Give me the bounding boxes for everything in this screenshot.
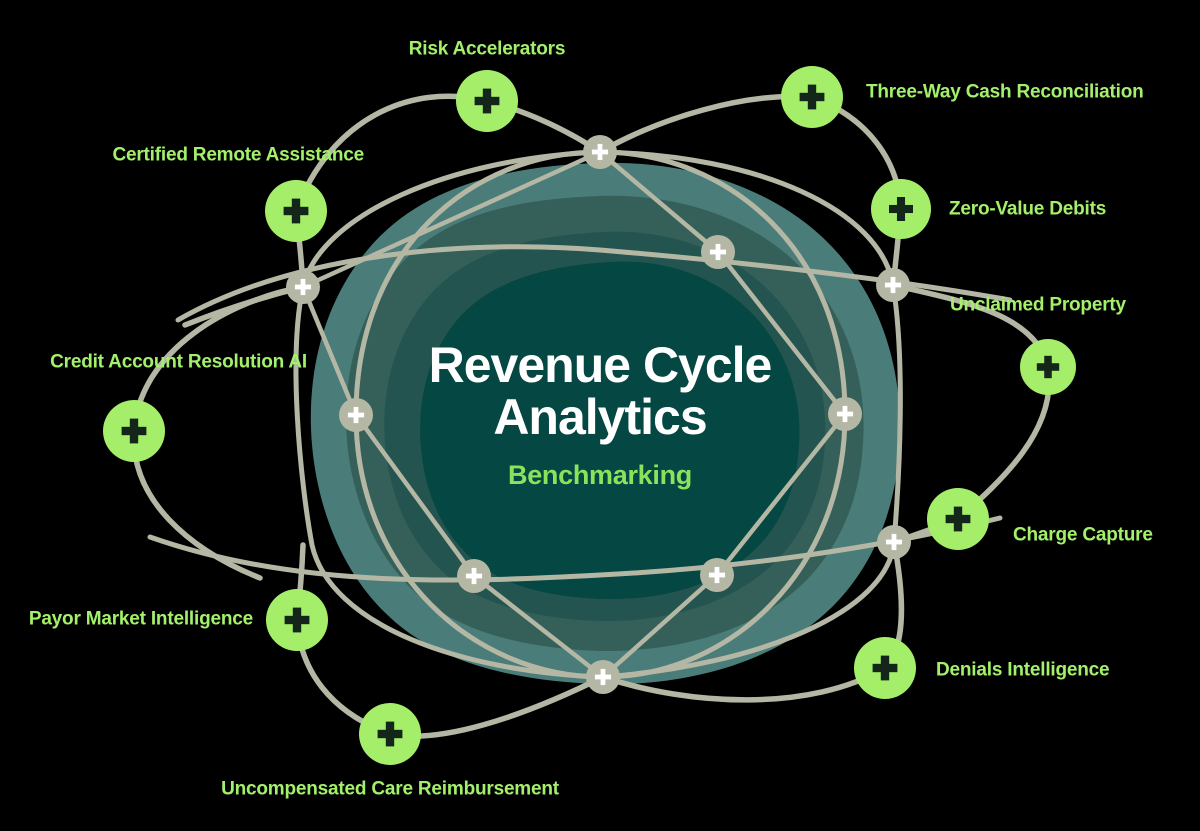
orbit-right-swoop bbox=[597, 149, 903, 680]
plus-icon bbox=[600, 668, 606, 686]
plus-icon bbox=[891, 533, 897, 551]
plus-icon bbox=[385, 721, 395, 747]
node-payor-market-intelligence[interactable] bbox=[266, 589, 328, 651]
node-certified-remote-assistance[interactable] bbox=[265, 180, 327, 242]
hub-upper-right[interactable] bbox=[701, 235, 735, 269]
hub-lower-right-outer[interactable] bbox=[877, 525, 911, 559]
plus-icon bbox=[715, 243, 721, 261]
label-risk-accelerators: Risk Accelerators bbox=[408, 38, 566, 60]
plus-icon bbox=[807, 84, 817, 110]
plus-icon bbox=[953, 506, 963, 532]
label-denials-intelligence: Denials Intelligence bbox=[936, 659, 1110, 681]
node-charge-capture[interactable] bbox=[927, 488, 989, 550]
label-certified-remote-assistance: Certified Remote Assistance bbox=[112, 144, 364, 166]
node-credit-account-resolution-ai[interactable] bbox=[103, 400, 165, 462]
hub-left[interactable] bbox=[339, 398, 373, 432]
plus-icon bbox=[880, 655, 890, 681]
node-denials-intelligence[interactable] bbox=[854, 637, 916, 699]
node-uncompensated-care-reimbursement[interactable] bbox=[359, 703, 421, 765]
plus-icon bbox=[597, 143, 603, 161]
label-charge-capture: Charge Capture bbox=[1013, 524, 1153, 546]
plus-icon bbox=[129, 418, 139, 444]
label-unclaimed-property: Unclaimed Property bbox=[950, 294, 1126, 316]
plus-icon bbox=[291, 198, 301, 224]
plus-icon bbox=[482, 88, 492, 114]
hub-right[interactable] bbox=[828, 397, 862, 431]
orbit-left-swoop bbox=[293, 149, 606, 680]
plus-icon bbox=[292, 607, 302, 633]
node-zero-value-debits[interactable] bbox=[871, 179, 931, 239]
plus-icon bbox=[890, 276, 896, 294]
plus-icon bbox=[1044, 355, 1052, 379]
hub-left-outer[interactable] bbox=[286, 270, 320, 304]
hub-lower-right[interactable] bbox=[700, 558, 734, 592]
label-payor-market-intelligence: Payor Market Intelligence bbox=[28, 608, 253, 630]
plus-icon bbox=[896, 197, 906, 221]
hub-lower-left[interactable] bbox=[457, 559, 491, 593]
plus-icon bbox=[842, 405, 848, 423]
hub-top[interactable] bbox=[583, 135, 617, 169]
plus-icon bbox=[353, 406, 359, 424]
hub-bottom[interactable] bbox=[586, 660, 620, 694]
plus-icon bbox=[300, 278, 306, 296]
node-unclaimed-property[interactable] bbox=[1020, 339, 1076, 395]
label-credit-account-resolution-ai: Credit Account Resolution AI bbox=[50, 351, 307, 373]
label-uncompensated-care-reimbursement: Uncompensated Care Reimbursement bbox=[221, 778, 559, 800]
tendril-denials-to-bottom bbox=[600, 665, 888, 703]
node-risk-accelerators[interactable] bbox=[456, 70, 518, 132]
hub-right-outer[interactable] bbox=[876, 268, 910, 302]
blob-core-shape bbox=[420, 261, 800, 600]
label-three-way-cash-reconciliation: Three-Way Cash Reconciliation bbox=[866, 81, 1144, 103]
plus-icon bbox=[714, 566, 720, 584]
label-zero-value-debits: Zero-Value Debits bbox=[949, 198, 1107, 220]
plus-icon bbox=[471, 567, 477, 585]
node-three-way-cash-reconciliation[interactable] bbox=[781, 66, 843, 128]
